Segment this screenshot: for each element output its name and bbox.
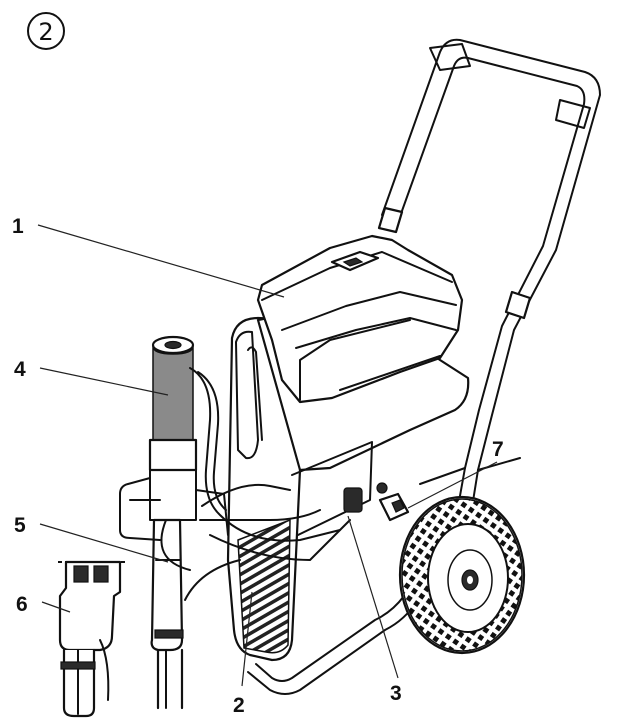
callout-7: 7 (492, 438, 504, 461)
detail-inset (58, 560, 128, 718)
cart-handle (377, 38, 601, 471)
callout-labels: 1 2 3 4 5 6 7 (12, 215, 504, 717)
figure-badge-label: 2 (38, 18, 53, 46)
callout-6: 6 (16, 593, 28, 616)
callout-1: 1 (12, 215, 24, 238)
wheel (398, 495, 526, 655)
hoses (160, 367, 351, 601)
callout-leaders (37, 224, 498, 687)
motor-cover (256, 234, 464, 404)
callout-3: 3 (390, 682, 402, 705)
filter-column (148, 335, 198, 521)
figure-badge: 2 (27, 12, 65, 50)
callout-4: 4 (14, 358, 26, 381)
callout-5: 5 (14, 514, 26, 537)
suction-tube (150, 518, 184, 710)
callout-2: 2 (233, 694, 245, 717)
